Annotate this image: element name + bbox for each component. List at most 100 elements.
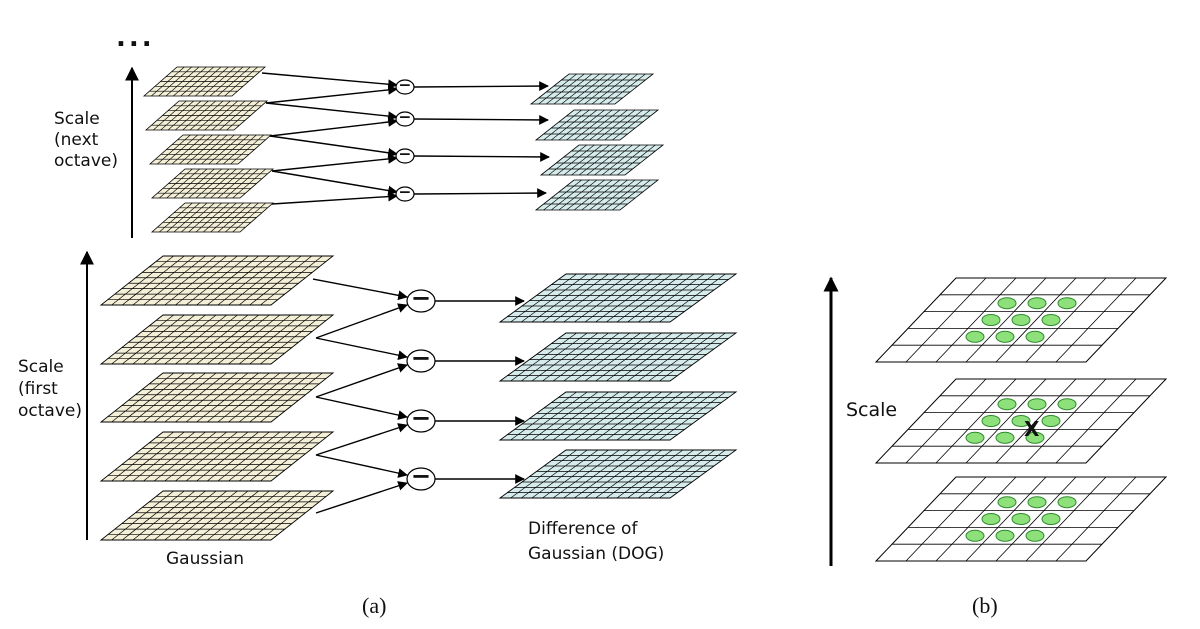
gaussian-to-subtract-arrow [315,396,408,420]
first-octave-dog-layer [498,449,738,499]
subtract-node: − [406,344,436,373]
label-first-octave-line-2: (first [18,379,58,399]
neighbor-sample [995,529,1015,542]
neighbor-sample [981,415,1001,427]
next-octave-gaussian-layer [148,134,273,165]
arrows-a [261,72,550,514]
label-next-octave-line-2: (next [54,130,99,150]
subtract-node: − [395,76,415,95]
label-dog-line-1: Difference of [528,519,638,539]
next-octave-gaussian-layer [150,168,275,199]
minus-symbol: − [399,76,412,94]
panel-b: Scale (b) X [823,276,1168,618]
layer-stack-b [874,277,1168,562]
gaussian-to-subtract-arrow [261,72,398,90]
gaussian-to-subtract-arrow [315,481,408,514]
neighbor-sample [965,529,985,542]
next-octave-dog-layer [539,144,665,176]
neighbor-sample [995,431,1015,444]
next-octave-dog-layer [534,179,660,211]
label-first-octave-line-3: octave) [18,401,82,421]
first-octave-gaussian-layer [99,314,335,365]
label-next-octave-line-3: octave) [54,151,118,171]
gaussian-to-subtract-arrow [315,363,408,398]
subtract-node: − [395,183,415,202]
subtract-node: − [395,145,415,164]
gaussian-to-subtract-arrow [315,337,408,360]
gaussian-to-subtract-arrow [265,102,398,121]
label-next-octave-line-1: Scale [54,109,100,129]
ellipsis-text: ... [116,23,155,53]
neighbor-sample [1025,431,1045,444]
gaussian-to-subtract-arrow [269,117,398,137]
next-octave-gaussian-layer [142,66,267,97]
neighbor-sample [1027,496,1047,509]
neighbor-sample [995,330,1015,343]
label-first-octave-line-1: Scale [18,357,64,377]
minus-symbol: − [399,108,412,126]
caption-b: (b) [972,593,998,618]
gaussian-to-subtract-arrow [315,423,408,456]
gaussian-to-subtract-arrow [312,278,408,301]
neighbor-sample [1057,297,1077,310]
neighbor-sample [1011,513,1031,525]
caption-a: (a) [362,593,386,618]
gaussian-to-subtract-arrow [269,135,398,158]
label-dog-line-2: Gaussian (DOG) [528,544,664,564]
minus-symbol: − [411,404,431,432]
minus-symbol: − [411,344,431,372]
first-octave-dog-layer [498,273,738,323]
first-octave-gaussian-layer [99,431,335,482]
first-octave-gaussian-layer [99,255,335,306]
minus-symbol: − [411,284,431,312]
gaussian-to-subtract-arrow [271,170,398,196]
neighbor-sample [997,297,1017,310]
first-octave-dog-layer [498,391,738,441]
first-octave-dog-layer [498,332,738,382]
subtract-to-dog-arrow [413,188,547,198]
neighbor-sample [965,431,985,444]
minus-symbol: − [411,462,431,490]
next-octave-gaussian-layer [150,202,275,233]
neighbor-sample [1027,398,1047,411]
neighbor-sample [997,496,1017,509]
neighbor-sample [997,398,1017,411]
neighbor-sample [981,513,1001,525]
neighbor-sample [1025,330,1045,343]
subtract-node: − [395,108,415,127]
neighbor-sample [1027,297,1047,310]
scale-layer-middle [874,378,1168,464]
gaussian-to-subtract-arrow [265,85,398,104]
minus-symbol: − [399,145,412,163]
neighbor-sample [965,330,985,343]
gaussian-to-subtract-arrow [315,303,408,339]
gaussian-to-subtract-arrow [271,191,398,205]
gaussian-to-subtract-arrow [315,454,408,478]
subtract-to-dog-arrow [413,115,549,125]
scale-layer-upper [874,277,1168,363]
subtract-to-dog-arrow [413,152,550,162]
panel-a: Scale (next octave) Scale (first octave)… [18,66,738,618]
next-octave-dog-layer [534,109,660,141]
neighbor-sample [1057,496,1077,509]
layer-stack-a [99,66,738,541]
subtract-node: − [406,404,436,433]
next-octave-dog-layer [529,73,655,105]
neighbor-sample [1057,398,1077,411]
label-first-octave: Scale (first octave) [18,357,82,421]
neighbor-sample [1041,415,1061,427]
neighbor-sample [1041,513,1061,525]
scale-layer-lower [874,476,1168,562]
neighbor-sample [1011,314,1031,326]
subtract-node: − [406,462,436,491]
first-octave-gaussian-layer [99,490,335,541]
first-octave-gaussian-layer [99,372,335,423]
next-octave-gaussian-layer [144,100,269,131]
gaussian-to-subtract-arrow [271,154,398,172]
neighbor-sample [1011,415,1031,427]
label-next-octave: Scale (next octave) [54,109,118,171]
label-gaussian: Gaussian [166,549,244,569]
subtract-to-dog-arrow [413,81,549,91]
minus-symbol: − [399,183,412,201]
